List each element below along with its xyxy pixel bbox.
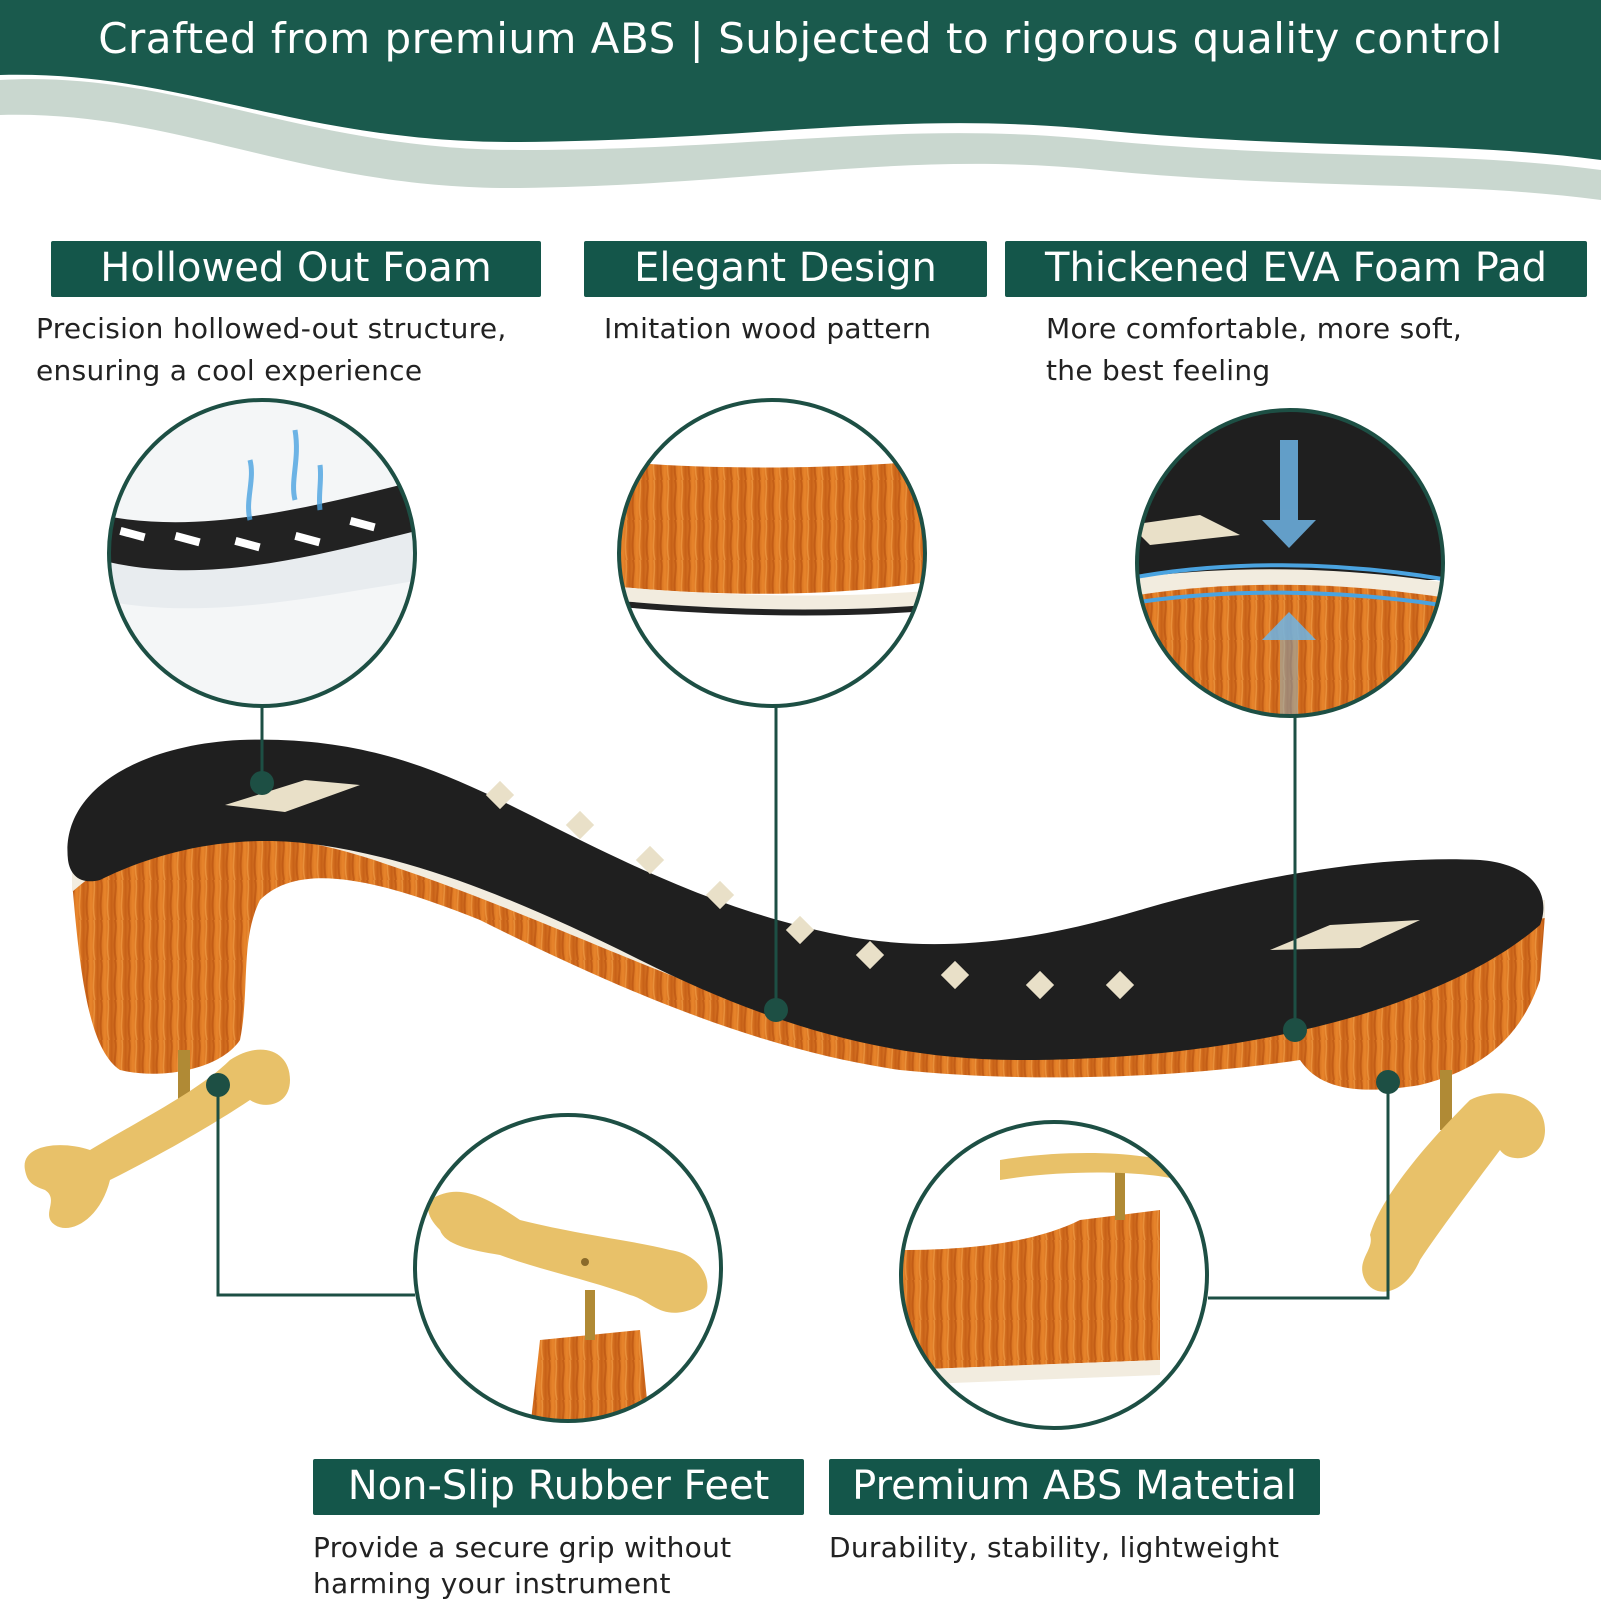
detail-circle-abs: [899, 1120, 1209, 1430]
dot-feet: [206, 1073, 230, 1097]
right-rubber-foot: [1362, 1070, 1545, 1292]
desc-hollowed-line-2: ensuring a cool experience: [36, 354, 423, 387]
headline: Crafted from premium ABS | Subjected to …: [98, 14, 1503, 63]
airflow-arrows-icon: [246, 429, 324, 521]
desc-eva-line-1: More comfortable, more soft,: [1046, 312, 1463, 345]
dot-elegant: [764, 998, 788, 1022]
tag-thickened-eva: Thickened EVA Foam Pad: [1005, 241, 1587, 297]
detail-circle-feet: [413, 1113, 723, 1423]
leader-lines: [216, 706, 1390, 1300]
desc-feet-line-1: Provide a secure grip without: [313, 1531, 732, 1564]
desc-eva-line-2: the best feeling: [1046, 354, 1271, 387]
detail-circle-elegant: [617, 398, 927, 708]
desc-hollowed-line-1: Precision hollowed-out structure,: [36, 312, 507, 345]
banner-background: [0, 0, 1601, 200]
desc-elegant-line-1: Imitation wood pattern: [604, 312, 932, 345]
tag-elegant-design: Elegant Design: [584, 241, 987, 297]
compress-arrows-icon: [1262, 440, 1316, 716]
detail-circle-eva: [1135, 408, 1445, 718]
shoulder-rest-body: [67, 739, 1545, 1090]
tag-non-slip-feet: Non-Slip Rubber Feet: [313, 1459, 804, 1515]
desc-abs-line-1: Durability, stability, lightweight: [829, 1531, 1280, 1564]
tag-premium-abs: Premium ABS Matetial: [829, 1459, 1320, 1515]
left-rubber-foot: [24, 1049, 290, 1228]
dot-eva: [1283, 1018, 1307, 1042]
dot-hollowed: [250, 771, 274, 795]
desc-feet-line-2: harming your instrument: [313, 1567, 671, 1600]
detail-circle-hollowed: [107, 398, 417, 708]
dot-abs: [1376, 1070, 1400, 1094]
tag-hollowed-out-foam: Hollowed Out Foam: [51, 241, 541, 297]
